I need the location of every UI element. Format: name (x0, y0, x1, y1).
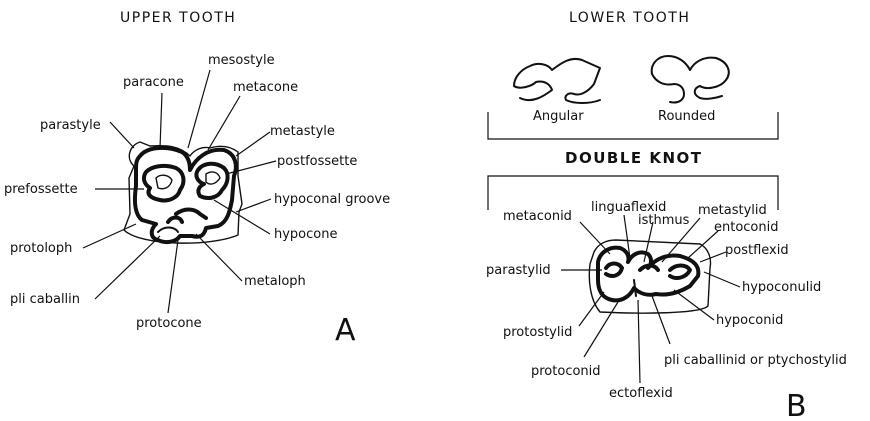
upper-tooth-drawing (124, 142, 242, 243)
panel-letter-a: A (335, 313, 356, 348)
label-rounded: Rounded (658, 109, 715, 124)
label-postflexid: postflexid (725, 243, 789, 258)
label-ectoflexid: ectoflexid (609, 386, 673, 401)
label-metastylid: metastylid (698, 203, 767, 218)
lower-tooth-panel: LOWER TOOTH Angular Rounded DOUBLE KNOT (486, 10, 847, 421)
lower-tooth-title: LOWER TOOTH (569, 10, 690, 26)
panel-letter-b: B (786, 389, 807, 421)
label-parastylid: parastylid (486, 263, 551, 278)
label-prefossette: prefossette (4, 182, 78, 197)
label-protoconid: protoconid (531, 364, 601, 379)
label-parastyle: parastyle (40, 118, 101, 133)
label-hypocone: hypocone (274, 227, 337, 242)
upper-tooth-title: UPPER TOOTH (120, 10, 236, 26)
label-paracone: paracone (123, 75, 184, 90)
label-protostylid: protostylid (503, 325, 572, 340)
label-hypoconal-groove: hypoconal groove (274, 192, 390, 207)
label-protoloph: protoloph (10, 241, 72, 256)
angular-double-knot-shape (514, 59, 600, 103)
rounded-double-knot-shape (652, 56, 729, 103)
label-metacone: metacone (233, 80, 298, 95)
label-metaconid: metaconid (503, 209, 572, 224)
label-angular: Angular (533, 109, 584, 124)
label-metastyle: metastyle (270, 124, 335, 139)
double-knot-title: DOUBLE KNOT (565, 149, 703, 167)
label-entoconid: entoconid (714, 220, 779, 235)
angular-rounded-bracket (488, 112, 778, 139)
upper-tooth-panel: UPPER TOOTH (4, 10, 390, 348)
label-mesostyle: mesostyle (208, 53, 275, 68)
label-metaloph: metaloph (244, 274, 306, 289)
label-pli-caballin: pli caballin (10, 292, 80, 307)
label-pli-caballinid: pli caballinid or ptychostylid (664, 353, 847, 368)
label-hypoconid: hypoconid (716, 313, 783, 328)
label-isthmus: isthmus (638, 213, 690, 228)
label-hypoconulid: hypoconulid (742, 280, 821, 295)
label-protocone: protocone (136, 316, 202, 331)
label-postfossette: postfossette (277, 154, 357, 169)
